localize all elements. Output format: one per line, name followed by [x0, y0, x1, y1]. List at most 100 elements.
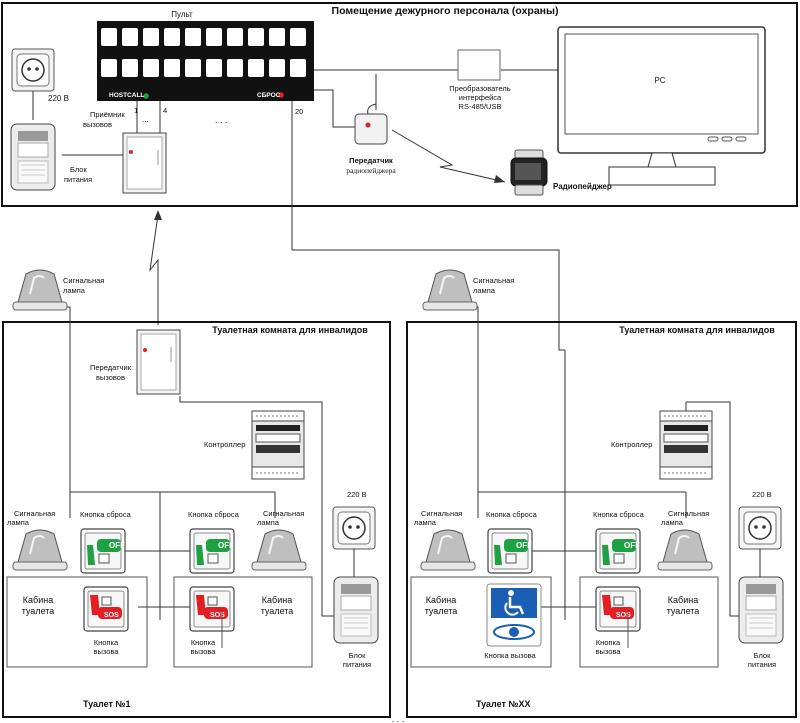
signal-lamp-left-label-2: лампа: [7, 518, 30, 527]
reset-button-right-label: Кнопка сброса: [188, 510, 240, 519]
port-dots-large: . . .: [215, 115, 228, 125]
wireless-link-icon: [149, 214, 159, 325]
power-outlet-icon: [11, 48, 55, 92]
guard-wiring: [32, 69, 565, 351]
transmitter-label-1: Передатчик: [349, 156, 393, 165]
xx-call-button-right-label-1: Кнопка: [596, 638, 621, 647]
guard-room-title: Помещение дежурного персонала (охраны): [332, 5, 559, 17]
pc-monitor-icon: [557, 26, 766, 186]
console-key: [290, 59, 306, 77]
xx-signal-lamp-top-label-2: лампа: [473, 286, 496, 295]
reset-label: СБРОС: [257, 92, 281, 99]
xx-call-button-left-label: Кнопка вызова: [484, 651, 536, 660]
psu-label-1: Блок: [70, 165, 87, 174]
console-key: [143, 59, 159, 77]
bottom-dots: . . .: [392, 714, 405, 723]
console-key: [101, 59, 117, 77]
power-supply-icon: [10, 123, 56, 191]
signal-lamp-left-icon: [12, 529, 68, 571]
console-key: [269, 59, 285, 77]
receiver-label-2: вызовов: [83, 120, 112, 129]
signal-lamp-right-icon: [251, 529, 307, 571]
cabin-left-label-2: туалета: [22, 606, 55, 616]
toilet-xx-psu-label-2: питания: [748, 660, 776, 669]
xx-call-button-right-label-2: вызова: [596, 647, 622, 656]
receiver-label-1: Приёмник: [90, 110, 125, 119]
console-key: [185, 59, 201, 77]
xx-call-button-right-sos: SOS: [616, 612, 631, 619]
xx-cabin-right-frame: [579, 576, 719, 668]
xx-signal-lamp-right-label-2: лампа: [661, 518, 684, 527]
pager-transmitter-icon: [354, 74, 388, 145]
outlet-voltage-label: 220 В: [48, 94, 69, 103]
xx-signal-lamp-left-label-1: Сигнальная: [421, 509, 462, 518]
cabin-left-label-1: Кабина: [23, 595, 53, 605]
reset-led-icon: [278, 92, 284, 98]
xx-reset-button-right-label: Кнопка сброса: [593, 510, 645, 519]
xx-cabin-right-label-2: туалета: [667, 606, 700, 616]
console-key: [290, 28, 306, 46]
hostcall-label: HOSTCALL: [109, 92, 144, 99]
signal-lamp-left-label-1: Сигнальная: [14, 509, 55, 518]
reset-button-left-label: Кнопка сброса: [80, 510, 132, 519]
toilet-xx-outlet-icon: [738, 506, 782, 550]
console-key: [101, 28, 117, 46]
xx-call-button-right-icon: [595, 586, 641, 632]
xx-reset-button-left-off: OFF: [516, 541, 532, 550]
xx-cabin-left-frame: [410, 576, 552, 668]
console-key: [122, 28, 138, 46]
console-label: Пульт: [171, 10, 193, 19]
reset-button-left-off: OFF: [109, 541, 125, 550]
xx-signal-lamp-left-icon: [420, 529, 476, 571]
signal-lamp-top-label-1: Сигнальная: [63, 276, 104, 285]
xx-reset-button-right-off: OFF: [624, 541, 640, 550]
call-button-left-sos: SOS: [104, 612, 119, 619]
converter-label-3: RS-485/USB: [459, 102, 502, 111]
console-key: [143, 28, 159, 46]
reset-button-right-icon: [189, 528, 235, 574]
reset-button-right-off: OFF: [218, 541, 234, 550]
console-key: [248, 59, 264, 77]
xx-cabin-left-label-1: Кабина: [426, 595, 456, 605]
call-button-left-label-2: вызова: [94, 647, 120, 656]
xx-cabin-left-label-2: туалета: [425, 606, 458, 616]
toilet-1-psu-label-2: питания: [343, 660, 371, 669]
cabin-right-label-2: туалета: [261, 606, 294, 616]
call-button-right-label-1: Кнопка: [191, 638, 216, 647]
toilet-1-footer: Туалет №1: [83, 699, 130, 709]
call-button-left-icon: [83, 586, 129, 632]
call-transmitter-label-1: Передатчик: [90, 363, 132, 372]
call-transmitter-icon: [136, 329, 181, 395]
toilet-1-voltage: 220 В: [347, 490, 367, 499]
xx-reset-button-left-icon: [487, 528, 533, 574]
toilet-xx-header: Туалетная комната для инвалидов: [619, 325, 775, 335]
xx-signal-lamp-top-icon: [422, 269, 478, 311]
toilet-xx-voltage: 220 В: [752, 490, 772, 499]
toilet-1: Туалетная комната для инвалидов Туалет №…: [2, 269, 391, 718]
console-key: [248, 28, 264, 46]
console-key: [227, 59, 243, 77]
toilet-xx-footer: Туалет №XX: [476, 699, 530, 709]
xx-signal-lamp-top-label-1: Сигнальная: [473, 276, 514, 285]
xx-controller-icon: [659, 410, 713, 480]
pager-label: Радиопейджер: [553, 182, 612, 191]
call-transmitter-label-2: вызовов: [96, 373, 125, 382]
pc-label: PC: [654, 76, 665, 85]
console-key: [227, 28, 243, 46]
hostcall-led-icon: [143, 93, 149, 99]
call-button-right-icon: [189, 586, 235, 632]
xx-reset-button-right-icon: [595, 528, 641, 574]
call-receiver-icon: [122, 132, 167, 194]
console-key: [269, 28, 285, 46]
toilet-1-psu-icon: [333, 576, 379, 644]
signal-lamp-top-icon: [12, 269, 68, 311]
toilet-xx-psu-icon: [738, 576, 784, 644]
call-button-right-sos: SOS: [210, 612, 225, 619]
toilet-1-header: Туалетная комната для инвалидов: [212, 325, 368, 335]
console-key: [164, 59, 180, 77]
console-key: [206, 28, 222, 46]
xx-signal-lamp-right-label-1: Сигнальная: [668, 509, 709, 518]
toilet-xx-psu-label-1: Блок: [754, 651, 771, 660]
